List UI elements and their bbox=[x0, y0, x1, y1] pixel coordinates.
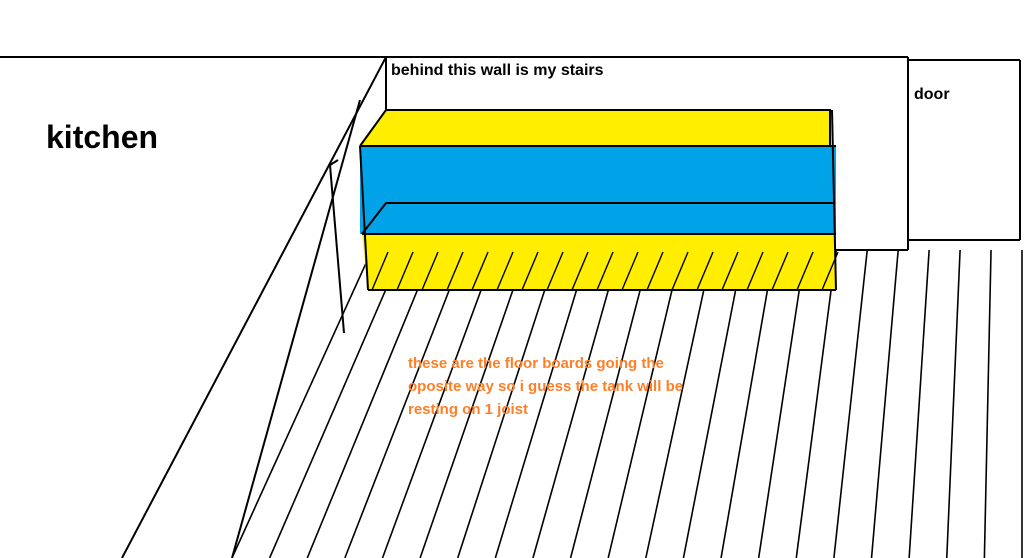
floor-board-line bbox=[456, 249, 559, 558]
tank-base-stripe bbox=[396, 251, 414, 291]
floor-note-line-1: these are the floor boards going the bbox=[408, 355, 664, 372]
floor-board-line bbox=[381, 249, 497, 558]
tank-outline-mid-2 bbox=[361, 202, 834, 235]
tank-base-stripe bbox=[796, 251, 814, 291]
floor-board-line bbox=[720, 249, 776, 558]
floor-board-line bbox=[306, 249, 435, 558]
tank-base-stripe bbox=[721, 251, 739, 291]
tank-base-stripe bbox=[546, 251, 564, 291]
wall-label: behind this wall is my stairs bbox=[391, 62, 604, 79]
floor-board-line bbox=[645, 249, 714, 558]
tank-base-stripe bbox=[421, 251, 439, 291]
floor-note-line-3: resting on 1 joist bbox=[408, 401, 528, 418]
floor-board-line bbox=[795, 249, 838, 558]
kitchen-label: kitchen bbox=[46, 119, 158, 155]
floor-board-line bbox=[908, 249, 930, 558]
tank-yellow-top bbox=[360, 110, 830, 146]
floor-board-line bbox=[983, 249, 992, 558]
kitchen-post bbox=[329, 164, 345, 334]
tank-base-stripe bbox=[771, 251, 789, 291]
floor-board-line bbox=[569, 249, 652, 558]
floor-board-line bbox=[268, 249, 404, 558]
tank-outline-left bbox=[359, 145, 369, 291]
kitchen-wall-edge-outer bbox=[121, 56, 387, 558]
tank-base-stripe bbox=[646, 251, 664, 291]
floor-board-line bbox=[607, 249, 683, 558]
floor-board-line bbox=[532, 249, 621, 558]
tank-yellow-bottom bbox=[362, 234, 836, 290]
kitchen-post-top bbox=[329, 159, 339, 166]
tank-base-stripe bbox=[571, 251, 589, 291]
floor-board-line bbox=[231, 249, 373, 558]
floor-boards bbox=[231, 249, 1023, 558]
tank-base-stripe bbox=[621, 251, 639, 291]
floor-board-line bbox=[344, 249, 466, 558]
floor-board-line bbox=[682, 249, 745, 558]
floor-board-line bbox=[870, 249, 899, 558]
floor-board-line bbox=[757, 249, 807, 558]
floor-board-line bbox=[833, 249, 869, 558]
door-label: door bbox=[914, 86, 950, 103]
tank-outline-right bbox=[831, 109, 837, 291]
tank-base-stripe bbox=[746, 251, 764, 291]
floor-board-line bbox=[945, 249, 961, 558]
kitchen-wall-edge-inner bbox=[231, 99, 361, 558]
tank-base-stripe bbox=[471, 251, 489, 291]
walls bbox=[0, 56, 1021, 558]
tank-base-stripe bbox=[671, 251, 689, 291]
tank-base-stripe bbox=[521, 251, 539, 291]
floor-note-line-2: oposite way so i guess the tank will be bbox=[408, 378, 683, 395]
tank-outline-top bbox=[359, 109, 831, 147]
tank-base-stripe bbox=[596, 251, 614, 291]
tank-base-stripe bbox=[446, 251, 464, 291]
floor-board-line bbox=[494, 249, 590, 558]
tank-base-stripe bbox=[696, 251, 714, 291]
floor-note: these are the floor boards going the opo… bbox=[408, 355, 683, 418]
tank-blue-band bbox=[360, 146, 836, 234]
tank-base-stripe bbox=[496, 251, 514, 291]
tank-outline bbox=[359, 109, 837, 291]
floor-board-line bbox=[419, 249, 528, 558]
tank-base-stripe bbox=[371, 251, 389, 291]
fish-tank bbox=[359, 109, 839, 291]
